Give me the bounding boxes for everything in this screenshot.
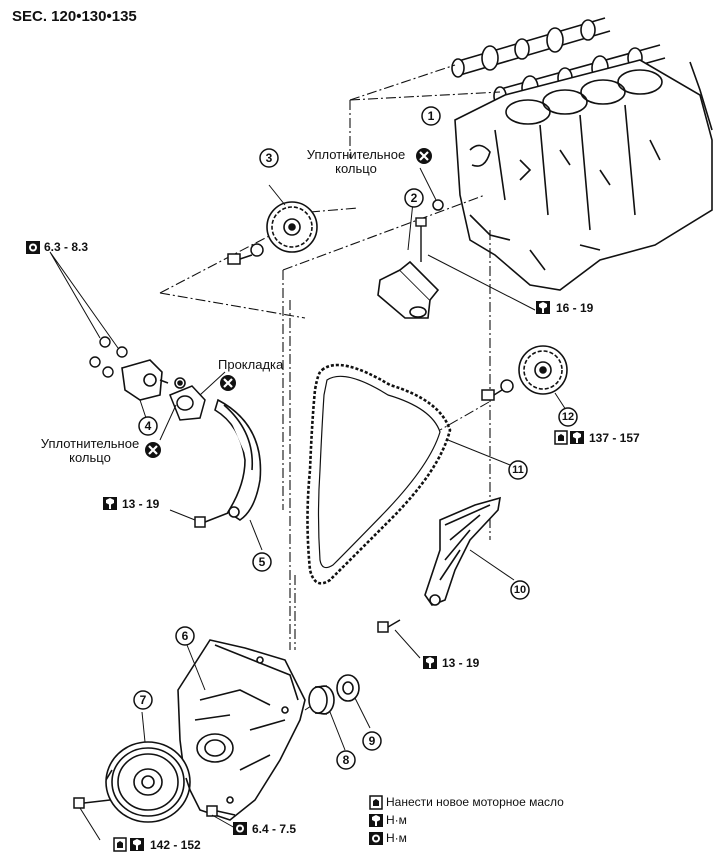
o-ring-label-left-line2: кольцо <box>69 450 111 465</box>
torque-wrench-icon <box>369 814 383 827</box>
callout-10: 10 <box>513 584 527 596</box>
callout-9: 9 <box>368 734 376 748</box>
o-ring-label-top: Уплотнительное кольцо <box>300 148 412 176</box>
gasket-label: Прокладка <box>218 357 284 372</box>
legend-oil: Нанести новое моторное масло <box>386 795 564 809</box>
callout-12: 12 <box>561 411 575 423</box>
replace-part-icon <box>414 146 434 166</box>
callout-6: 6 <box>181 629 189 643</box>
oil-can-icon <box>113 837 127 852</box>
spacer-9 <box>336 674 360 702</box>
oil-seal-8 <box>308 685 335 715</box>
oil-can-icon <box>554 430 568 445</box>
callout-1: 1 <box>427 109 435 123</box>
sprocket-bolt-3 <box>227 243 264 265</box>
torque-wrench-icon <box>536 301 550 314</box>
legend-nm-2: Н·м <box>386 831 407 845</box>
camshaft-sprocket-3 <box>266 201 318 253</box>
torque-wrench-icon <box>130 838 144 851</box>
chain-guide-5 <box>214 398 262 521</box>
tensioner-bolt <box>377 619 401 633</box>
callout-3: 3 <box>265 151 273 165</box>
section-title: SEC. 120•130•135 <box>12 8 137 25</box>
chain-tensioner-4 <box>121 359 186 401</box>
guide-bolt-5 <box>194 512 229 528</box>
callouts <box>133 106 578 770</box>
replace-part-icon <box>218 373 238 393</box>
callout-7: 7 <box>139 693 147 707</box>
tensioner-gasket <box>169 385 206 421</box>
callout-2: 2 <box>410 191 418 205</box>
tensioner-nuts <box>89 336 128 378</box>
o-ring-label-top-line2: кольцо <box>335 161 377 176</box>
torque-wrench-icon <box>103 497 117 510</box>
sprocket-bolt-12 <box>481 379 514 401</box>
oil-can-icon <box>369 795 383 810</box>
callout-8: 8 <box>342 753 350 767</box>
torque-6-3-8-3: 6.3 - 8.3 <box>44 240 89 254</box>
torque-socket-icon <box>233 822 247 835</box>
legend-nm-1: Н·м <box>386 813 407 827</box>
o-ring-label-top-line1: Уплотнительное <box>306 147 406 162</box>
torque-socket-icon <box>26 241 40 254</box>
callout-4: 4 <box>144 419 152 433</box>
callout-11: 11 <box>512 464 524 476</box>
cover-bolt <box>206 805 236 817</box>
front-cover-6 <box>177 639 306 821</box>
guide-bolt-2 <box>415 217 427 262</box>
camshaft-1 <box>451 17 611 78</box>
timing-chain-11 <box>306 363 452 585</box>
torque-socket-icon <box>369 832 383 845</box>
torque-6-4-7-5: 6.4 - 7.5 <box>252 822 297 836</box>
torque-13-19-a: 13 - 19 <box>122 497 160 511</box>
torque-13-19-b: 13 - 19 <box>442 656 480 670</box>
o-ring-label-left-line1: Уплотнительное <box>40 436 140 451</box>
torque-wrench-icon <box>570 431 584 444</box>
torque-wrench-icon <box>423 656 437 669</box>
torque-137-157: 137 - 157 <box>589 431 640 445</box>
sprocket-12 <box>518 345 568 395</box>
crank-pulley-7 <box>105 741 191 823</box>
torque-16-19: 16 - 19 <box>556 301 594 315</box>
torque-142-152: 142 - 152 <box>150 838 201 852</box>
cylinder-block <box>454 59 713 291</box>
callout-5: 5 <box>258 555 266 569</box>
pulley-bolt <box>73 797 111 809</box>
o-ring-label-left: Уплотнительное кольцо <box>34 437 146 465</box>
replace-part-icon <box>143 440 163 460</box>
tensioner-guide-10 <box>424 496 501 606</box>
chain-guide-2 <box>377 260 440 319</box>
